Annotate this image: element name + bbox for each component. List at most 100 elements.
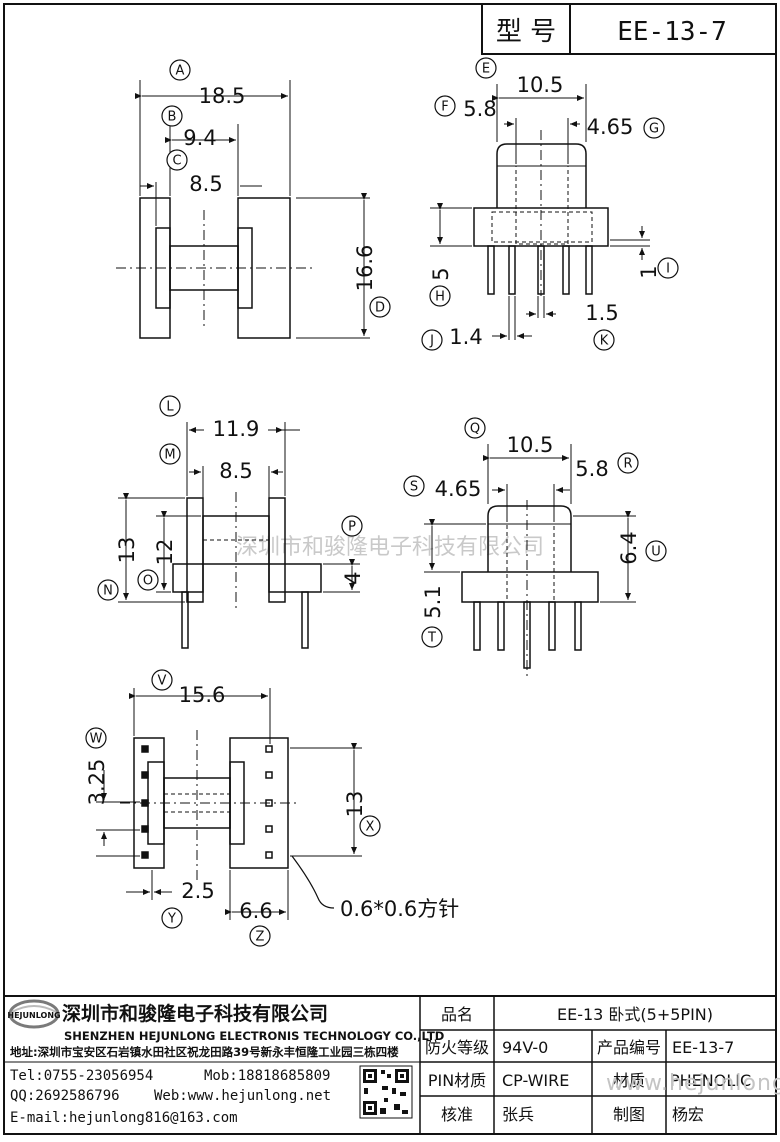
callout-label-w: W (90, 732, 103, 747)
watermark: 深圳市和骏隆电子科技有限公司 (236, 535, 544, 560)
callout-label-q: Q (470, 422, 480, 437)
dim-4-65-mid: 4.65 (435, 477, 482, 501)
spec-pin-value: CP-WIRE (502, 1071, 569, 1090)
model-number: EE-13-7 (617, 17, 727, 47)
company-mob: Mob:18818685809 (204, 1068, 330, 1084)
callout-circle-p (341, 515, 363, 537)
dim-4-65-top: 4.65 (587, 115, 634, 139)
view-top-right (430, 84, 650, 340)
qr-code (359, 1065, 413, 1119)
callout-circle-e (475, 57, 497, 79)
spec-material-value: PHENOLIC (670, 1071, 751, 1090)
callout-label-r: R (623, 457, 632, 472)
dim-8-5-mid: 8.5 (219, 459, 252, 483)
company-tel: Tel:0755-23056954 (10, 1068, 153, 1084)
company-email: E-mail:hejunlong816@163.com (10, 1110, 238, 1126)
dim-8-5: 8.5 (189, 172, 222, 196)
callout-circle-q (464, 417, 486, 439)
callout-circle-g (643, 117, 665, 139)
company-qq: QQ:2692586796 (10, 1088, 120, 1104)
title-block (4, 995, 776, 1134)
callout-label-k: K (600, 334, 609, 349)
sheet-border (3, 3, 777, 1135)
dim-1: 1 (637, 265, 661, 278)
dim-6-4: 6.4 (617, 531, 641, 564)
company-name-en: SHENZHEN HEJUNLONG ELECTRONIS TECHNOLOGY… (64, 1029, 444, 1043)
view-mid-right (424, 444, 636, 676)
watermark-url: www.hejunlong.net (606, 1071, 780, 1096)
company-name-cn: 深圳市和骏隆电子科技有限公司 (62, 1002, 328, 1025)
dim-15-6: 15.6 (179, 683, 226, 707)
pin-note: 0.6*0.6方针 (340, 897, 459, 921)
view-bottom (96, 688, 362, 920)
spec-pin-label: PIN材质 (428, 1071, 486, 1090)
spec-name-label: 品名 (441, 1005, 473, 1024)
callout-circle-u (645, 540, 667, 562)
dim-4: 4 (341, 571, 365, 584)
callout-circle-f (434, 95, 456, 117)
callout-label-t: T (427, 631, 436, 646)
callout-circle-s (403, 475, 425, 497)
spec-material-label: 材质 (613, 1071, 645, 1090)
callout-circle-b (161, 105, 183, 127)
company-address: 地址:深圳市宝安区石岩镇水田社区祝龙田路39号新永丰恒隆工业园三栋四楼 (10, 1045, 399, 1059)
callout-label-z: Z (256, 930, 265, 945)
dim-5-8-top: 5.8 (463, 97, 496, 121)
spec-check-label: 核准 (441, 1105, 473, 1124)
callout-label-p: P (348, 520, 356, 535)
callout-label-o: O (143, 574, 153, 589)
company-web: Web:www.hejunlong.net (154, 1088, 331, 1104)
dim-13-bottom: 13 (343, 791, 367, 818)
callout-label-a: A (176, 64, 185, 79)
callout-label-h: H (435, 290, 445, 305)
spec-draw-label: 制图 (613, 1105, 645, 1124)
callout-circle-m (159, 443, 181, 465)
callout-circle-t (421, 626, 443, 648)
spec-code-value: EE-13-7 (672, 1038, 734, 1057)
callout-label-d: D (375, 301, 385, 316)
callout-label-f: F (441, 100, 448, 115)
dim-11-9: 11.9 (213, 417, 260, 441)
dim-18-5: 18.5 (199, 84, 246, 108)
callout-circle-y (161, 907, 183, 929)
callout-label-i: I (666, 262, 670, 277)
spec-code-label: 产品编号 (597, 1038, 661, 1057)
callout-label-y: Y (167, 912, 176, 927)
callout-circle-x (359, 815, 381, 837)
callout-circle-a (169, 59, 191, 81)
callout-label-x: X (366, 820, 375, 835)
callout-circle-l (159, 395, 181, 417)
callout-label-u: U (651, 545, 661, 560)
callout-circle-c (166, 149, 188, 171)
dim-5-1: 5.1 (421, 585, 445, 618)
spec-check-value: 张兵 (502, 1105, 534, 1124)
dim-16-6: 16.6 (353, 245, 377, 292)
dim-2-5: 2.5 (181, 879, 214, 903)
dim-3-25: 3.25 (85, 759, 109, 806)
callout-label-j: J (429, 334, 434, 349)
model-label: 型 号 (496, 17, 556, 47)
dim-10-5-top: 10.5 (517, 73, 564, 97)
dim-1-5: 1.5 (585, 301, 618, 325)
dim-12: 12 (153, 539, 177, 566)
spec-fire-label: 防火等级 (425, 1038, 489, 1057)
callout-label-n: N (103, 584, 113, 599)
spec-name-value: EE-13 卧式(5+5PIN) (557, 1005, 713, 1024)
dim-10-5-mid: 10.5 (507, 433, 554, 457)
callout-label-e: E (482, 62, 490, 77)
callout-circle-h (429, 285, 451, 307)
dim-9-4: 9.4 (183, 126, 216, 150)
callout-label-m: M (164, 448, 175, 463)
callout-label-b: B (168, 110, 177, 125)
callout-circle-n (97, 579, 119, 601)
dim-13-mid: 13 (115, 537, 139, 564)
callout-label-g: G (649, 122, 659, 137)
callout-circle-k (593, 329, 615, 351)
model-header: 型 号 EE-13-7 (481, 3, 777, 55)
spec-draw-value: 杨宏 (672, 1105, 704, 1124)
callout-label-v: V (158, 674, 167, 689)
spec-fire-value: 94V-0 (502, 1038, 548, 1057)
